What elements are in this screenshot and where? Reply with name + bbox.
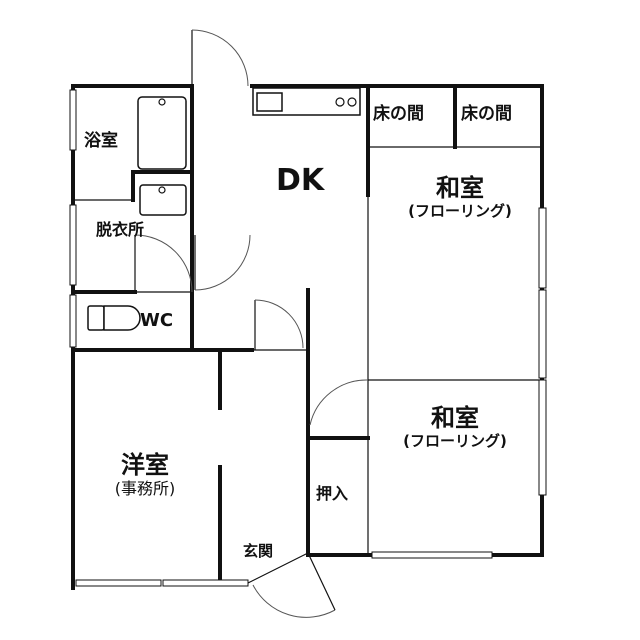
- fixtures: [87, 87, 361, 331]
- western-room-subtitle: (事務所): [114, 478, 176, 498]
- sink-icon: [256, 92, 283, 112]
- toilet-tank-icon: [87, 305, 105, 331]
- room-label-entrance: 玄関: [243, 542, 274, 560]
- room-label-wc: WC: [140, 310, 174, 331]
- room-label-tokonoma-2: 床の間: [461, 104, 512, 124]
- washitsu-north-title: 和室: [436, 174, 484, 202]
- room-label-dk: DK: [276, 163, 325, 198]
- washbasin-icon: [139, 184, 187, 216]
- western-room-title: 洋室: [121, 451, 169, 479]
- washitsu-south-subtitle: (フローリング): [403, 431, 507, 450]
- room-label-western: 洋室 (事務所): [90, 451, 200, 498]
- room-label-washitsu-north: 和室 (フローリング): [380, 174, 540, 220]
- room-label-closet: 押入: [316, 484, 349, 503]
- doors: [134, 29, 369, 618]
- room-label-dressing: 脱衣所: [96, 220, 145, 239]
- room-label-tokonoma-1: 床の間: [373, 104, 424, 124]
- windows: [69, 89, 547, 587]
- stove-burner-icon: [347, 97, 357, 107]
- stove-burner-icon: [335, 97, 345, 107]
- bathtub-icon: [137, 96, 187, 170]
- room-label-washitsu-south: 和室 (フローリング): [375, 404, 535, 450]
- room-label-bath: 浴室: [84, 131, 118, 151]
- washitsu-south-title: 和室: [431, 404, 479, 432]
- washitsu-north-subtitle: (フローリング): [408, 201, 512, 220]
- toilet-bowl-icon: [103, 305, 141, 331]
